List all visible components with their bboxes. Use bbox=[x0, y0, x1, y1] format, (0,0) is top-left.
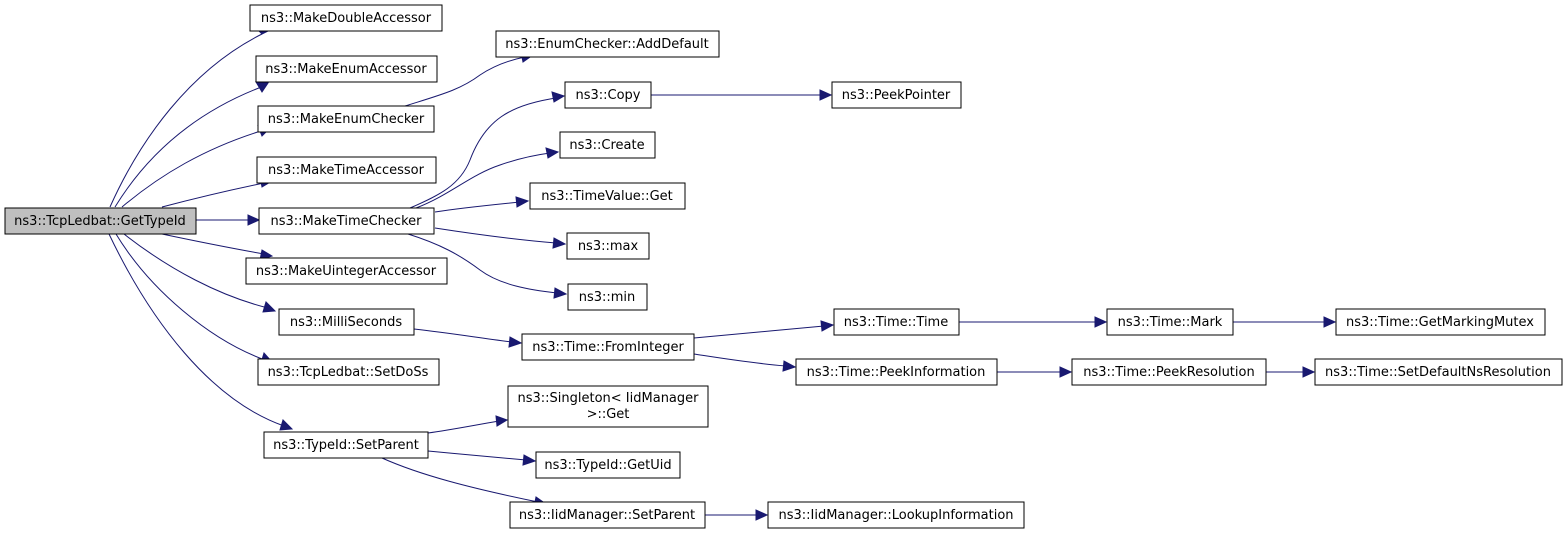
node-iid-manager-set-parent[interactable]: ns3::IidManager::SetParent bbox=[509, 501, 706, 529]
edge-peek-resolution-set-default-ns-resolution bbox=[1266, 366, 1316, 378]
node-time-time-label: ns3::Time::Time bbox=[844, 315, 948, 330]
node-time-value-get[interactable]: ns3::TimeValue::Get bbox=[529, 182, 686, 210]
node-time-peek-information-label: ns3::Time::PeekInformation bbox=[807, 365, 986, 380]
node-make-time-accessor-label: ns3::MakeTimeAccessor bbox=[268, 163, 425, 178]
edge-make-time-checker-time-value-get bbox=[434, 196, 530, 213]
node-iid-manager-lookup-information-label: ns3::IidManager::LookupInformation bbox=[778, 508, 1013, 523]
node-enum-checker-add-default[interactable]: ns3::EnumChecker::AddDefault bbox=[495, 30, 720, 58]
edge-time-mark-get-marking-mutex bbox=[1233, 316, 1337, 328]
node-make-uinteger-accessor[interactable]: ns3::MakeUintegerAccessor bbox=[245, 257, 448, 285]
node-time-peek-resolution-label: ns3::Time::PeekResolution bbox=[1083, 365, 1254, 380]
node-make-double-accessor[interactable]: ns3::MakeDoubleAccessor bbox=[249, 4, 443, 32]
node-enum-checker-add-default-label: ns3::EnumChecker::AddDefault bbox=[505, 37, 708, 52]
node-copy-label: ns3::Copy bbox=[575, 88, 640, 103]
edge-typeid-set-parent-singleton-get bbox=[427, 415, 509, 434]
edge-root-make-time-accessor bbox=[161, 176, 274, 208]
node-time-get-marking-mutex-label: ns3::Time::GetMarkingMutex bbox=[1346, 315, 1534, 330]
edge-from-integer-peek-information bbox=[693, 353, 797, 372]
node-typeid-set-parent-label: ns3::TypeId::SetParent bbox=[273, 438, 419, 453]
node-iid-manager-lookup-information[interactable]: ns3::IidManager::LookupInformation bbox=[767, 501, 1025, 529]
node-typeid-set-parent[interactable]: ns3::TypeId::SetParent bbox=[263, 431, 429, 459]
edge-time-time-mark bbox=[959, 316, 1108, 328]
node-make-time-checker-label: ns3::MakeTimeChecker bbox=[271, 214, 423, 229]
node-make-double-accessor-label: ns3::MakeDoubleAccessor bbox=[261, 11, 432, 26]
node-root-label: ns3::TcpLedbat::GetTypeId bbox=[14, 214, 186, 229]
node-time-peek-resolution[interactable]: ns3::Time::PeekResolution bbox=[1071, 358, 1267, 386]
node-max-label: ns3::max bbox=[578, 239, 639, 254]
node-time-set-default-ns-resolution-label: ns3::Time::SetDefaultNsResolution bbox=[1325, 365, 1551, 380]
node-root: ns3::TcpLedbat::GetTypeId bbox=[4, 207, 197, 235]
node-peek-pointer-label: ns3::PeekPointer bbox=[842, 88, 951, 103]
node-peek-pointer[interactable]: ns3::PeekPointer bbox=[831, 81, 962, 109]
edge-root-make-enum-accessor bbox=[114, 81, 269, 208]
edge-root-make-time-checker bbox=[196, 214, 261, 226]
edge-milli-seconds-from-integer bbox=[413, 328, 523, 348]
edge-root-milli-seconds bbox=[123, 233, 277, 313]
edge-make-time-checker-copy bbox=[409, 91, 566, 209]
edge-root-make-uinteger-accessor bbox=[161, 233, 274, 261]
node-max[interactable]: ns3::max bbox=[566, 232, 650, 260]
node-make-enum-checker-label: ns3::MakeEnumChecker bbox=[268, 112, 425, 127]
edge-typeid-set-parent-get-uid bbox=[427, 450, 537, 466]
node-time-value-get-label: ns3::TimeValue::Get bbox=[541, 189, 673, 204]
node-make-time-accessor[interactable]: ns3::MakeTimeAccessor bbox=[256, 156, 437, 184]
node-make-enum-checker[interactable]: ns3::MakeEnumChecker bbox=[257, 105, 435, 133]
node-time-set-default-ns-resolution[interactable]: ns3::Time::SetDefaultNsResolution bbox=[1314, 358, 1563, 386]
edge-make-time-checker-max bbox=[434, 227, 567, 249]
edge-from-integer-time-time bbox=[693, 320, 835, 339]
node-iid-manager-set-parent-label: ns3::IidManager::SetParent bbox=[519, 508, 695, 523]
edge-make-time-checker-min bbox=[407, 233, 568, 299]
node-typeid-get-uid[interactable]: ns3::TypeId::GetUid bbox=[535, 451, 681, 479]
edge-root-typeid-set-parent bbox=[108, 233, 294, 431]
node-time-peek-information[interactable]: ns3::Time::PeekInformation bbox=[795, 358, 998, 386]
node-singleton-get-label-line2: >::Get bbox=[587, 407, 630, 422]
node-time-from-integer-label: ns3::Time::FromInteger bbox=[532, 340, 684, 355]
call-graph-nodes: ns3::TcpLedbat::GetTypeId ns3::MakeDoubl… bbox=[4, 4, 1563, 529]
node-time-from-integer[interactable]: ns3::Time::FromInteger bbox=[521, 333, 695, 361]
node-create[interactable]: ns3::Create bbox=[559, 131, 656, 159]
node-make-time-checker[interactable]: ns3::MakeTimeChecker bbox=[258, 207, 435, 235]
edge-peek-information-peek-resolution bbox=[997, 366, 1073, 378]
node-singleton-get[interactable]: ns3::Singleton< IidManager >::Get bbox=[507, 385, 709, 428]
node-min-label: ns3::min bbox=[579, 290, 636, 305]
node-time-mark-label: ns3::Time::Mark bbox=[1118, 315, 1223, 330]
node-milli-seconds-label: ns3::MilliSeconds bbox=[290, 315, 403, 330]
node-time-mark[interactable]: ns3::Time::Mark bbox=[1106, 308, 1234, 336]
node-set-do-ss-label: ns3::TcpLedbat::SetDoSs bbox=[268, 365, 429, 380]
node-singleton-get-label-line1: ns3::Singleton< IidManager bbox=[517, 391, 699, 406]
node-time-get-marking-mutex[interactable]: ns3::Time::GetMarkingMutex bbox=[1335, 308, 1546, 336]
node-typeid-get-uid-label: ns3::TypeId::GetUid bbox=[544, 458, 671, 473]
edge-make-time-checker-create bbox=[415, 147, 560, 209]
node-make-enum-accessor-label: ns3::MakeEnumAccessor bbox=[265, 62, 427, 77]
node-set-do-ss[interactable]: ns3::TcpLedbat::SetDoSs bbox=[257, 358, 440, 386]
call-graph-edges bbox=[108, 27, 1337, 521]
node-make-enum-accessor[interactable]: ns3::MakeEnumAccessor bbox=[255, 55, 438, 83]
node-make-uinteger-accessor-label: ns3::MakeUintegerAccessor bbox=[256, 264, 437, 279]
edge-root-set-do-ss bbox=[115, 233, 274, 364]
node-min[interactable]: ns3::min bbox=[567, 283, 648, 311]
node-milli-seconds[interactable]: ns3::MilliSeconds bbox=[278, 308, 415, 336]
node-copy[interactable]: ns3::Copy bbox=[564, 81, 652, 109]
node-time-time[interactable]: ns3::Time::Time bbox=[833, 308, 960, 336]
edge-copy-peek-pointer bbox=[651, 89, 833, 101]
edge-typeid-set-parent-iid-manager-set-parent bbox=[381, 457, 548, 508]
node-create-label: ns3::Create bbox=[569, 138, 644, 153]
edge-iid-manager-set-parent-lookup-information bbox=[705, 509, 769, 521]
